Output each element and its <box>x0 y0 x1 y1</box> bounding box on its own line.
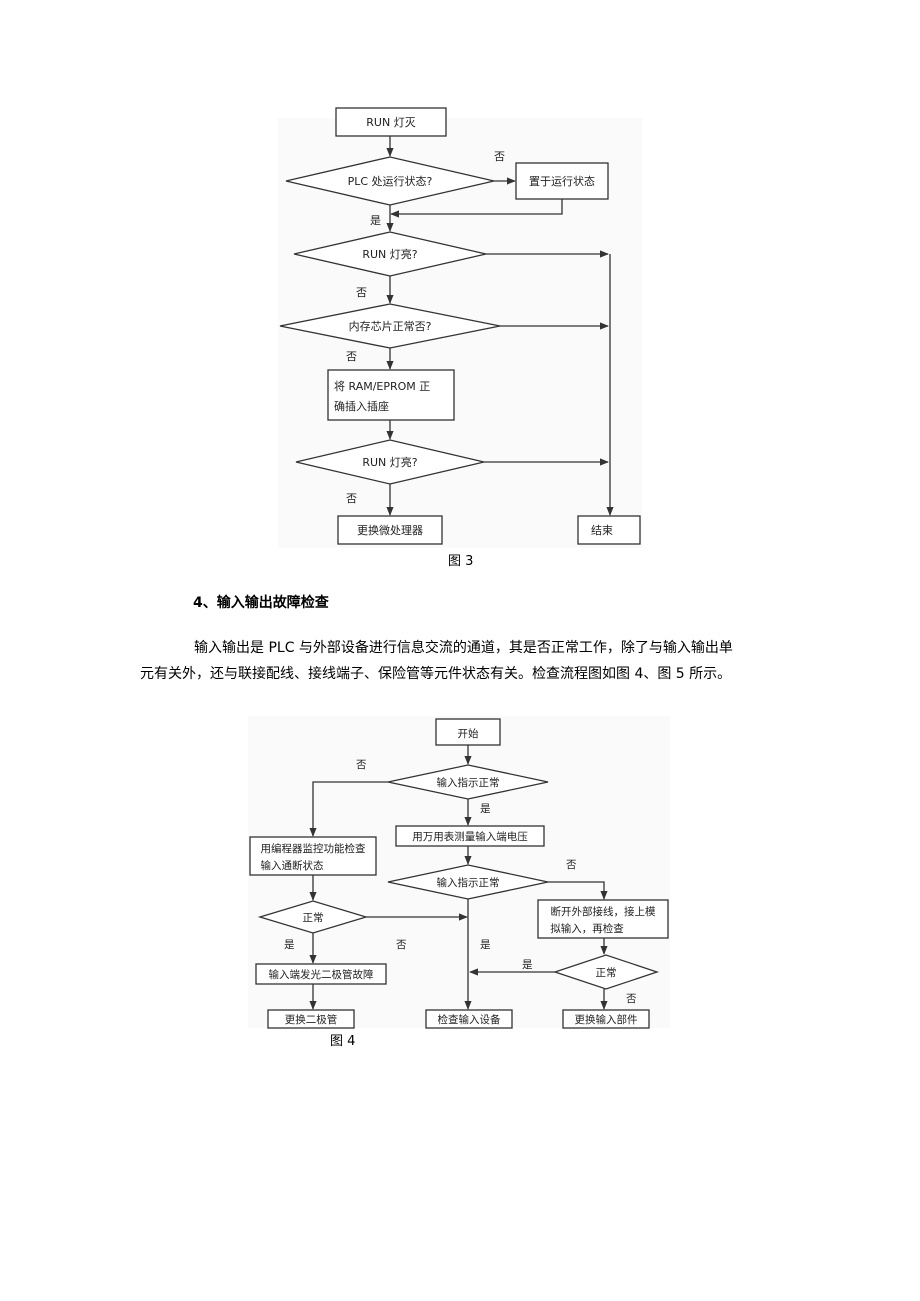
fig3-line-set-return <box>390 199 563 218</box>
figure-3-caption: 图 3 <box>448 554 474 569</box>
section-paragraph: 输入输出是 PLC 与外部设备进行信息交流的通道，其是否正常工作，除了与输入输出… <box>140 635 800 687</box>
fig3-label-yes-1: 是 <box>370 214 381 227</box>
fig3-replace-cpu-box <box>337 515 443 545</box>
fig3-replace-cpu-text: 更换微处理器 <box>357 523 423 537</box>
fig3-label-no-4: 否 <box>346 492 357 505</box>
fig3-set-run-text: 置于运行状态 <box>529 174 595 188</box>
fig3-end-box <box>577 515 641 545</box>
fig3-set-run-box <box>515 162 609 200</box>
fig3-insert-text-1: 将 RAM/EPROM 正 <box>334 380 430 393</box>
fig3-insert-chip-box <box>327 369 455 421</box>
fig3-end-text: 结束 <box>591 524 613 537</box>
fig3-label-no-3: 否 <box>346 350 357 363</box>
fig3-d4-text: RUN 灯亮? <box>362 455 417 469</box>
fig3-d2-text: RUN 灯亮? <box>362 247 417 261</box>
fig3-label-no-1: 否 <box>494 150 505 163</box>
fig3-start-box <box>335 107 447 137</box>
paragraph-line-2: 元有关外，还与联接配线、接线端子、保险管等元件状态有关。检查流程图如图 4、图 … <box>140 666 732 682</box>
paragraph-line-1: 输入输出是 PLC 与外部设备进行信息交流的通道，其是否正常工作，除了与输入输出… <box>194 640 733 656</box>
section-heading: 4、输入输出故障检查 <box>193 595 329 611</box>
fig3-insert-text-2: 确插入插座 <box>334 399 389 413</box>
fig3-label-no-2: 否 <box>356 286 367 299</box>
fig3-start-text: RUN 灯灭 <box>366 116 415 129</box>
figure-4-caption: 图 4 <box>330 1034 356 1049</box>
fig3-d1-text: PLC 处运行状态? <box>348 174 433 188</box>
fig3-d3-text: 内存芯片正常否? <box>349 319 432 333</box>
